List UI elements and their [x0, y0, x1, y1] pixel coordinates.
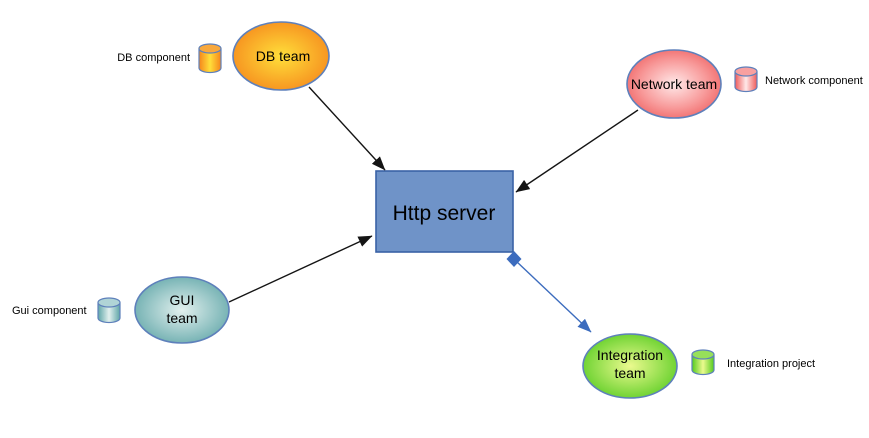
gui-team-label-line2: team — [166, 310, 197, 326]
edge-gui-team-to-http-server[interactable] — [228, 235, 373, 303]
network-component-cylinder-icon[interactable] — [734, 71, 758, 93]
network-team-ellipse[interactable] — [626, 49, 722, 119]
db-team-label: DB team — [256, 48, 310, 64]
edge-http-server-to-integration-team[interactable] — [506, 251, 592, 333]
gui-team-ellipse[interactable] — [134, 276, 230, 344]
gui-component-label: Gui component — [12, 305, 87, 317]
integration-project-component[interactable]: Integration project — [691, 349, 815, 376]
gui-component-cylinder-icon[interactable] — [97, 302, 121, 324]
gui-component[interactable]: Gui component — [12, 297, 121, 324]
network-component-label: Network component — [765, 75, 863, 87]
network-component[interactable]: Network component — [734, 66, 863, 93]
integration-project-label: Integration project — [727, 358, 815, 370]
integration-project-cylinder-top — [691, 349, 715, 360]
db-component-cylinder-top — [198, 43, 222, 54]
gui-team-label-line1: GUI — [170, 292, 195, 308]
gui-component-cylinder-top — [97, 297, 121, 308]
integration-team-node[interactable]: Integration team — [582, 333, 678, 399]
diamond-connector-icon — [506, 251, 522, 267]
network-team-label: Network team — [631, 76, 717, 92]
integration-team-label-line2: team — [614, 365, 645, 381]
edge-http-server-to-integration-team-line[interactable] — [515, 260, 592, 333]
integration-team-label-line1: Integration — [597, 347, 663, 363]
db-team-ellipse[interactable] — [232, 21, 330, 91]
db-component-cylinder-icon[interactable] — [198, 48, 222, 74]
integration-team-ellipse[interactable] — [582, 333, 678, 399]
http-server-node[interactable]: Http server — [375, 170, 514, 253]
integration-project-cylinder-icon[interactable] — [691, 354, 715, 376]
db-component[interactable]: DB component — [117, 43, 222, 74]
db-team-node[interactable]: DB team — [232, 21, 330, 91]
http-server-label: Http server — [393, 202, 496, 225]
db-component-label: DB component — [117, 52, 190, 64]
http-server-rect[interactable] — [375, 170, 514, 253]
network-team-node[interactable]: Network team — [626, 49, 722, 119]
edge-db-team-to-http-server[interactable] — [308, 86, 386, 171]
network-component-cylinder-top — [734, 66, 758, 77]
edge-network-team-to-http-server[interactable] — [515, 109, 639, 193]
gui-team-node[interactable]: GUI team — [134, 276, 230, 344]
